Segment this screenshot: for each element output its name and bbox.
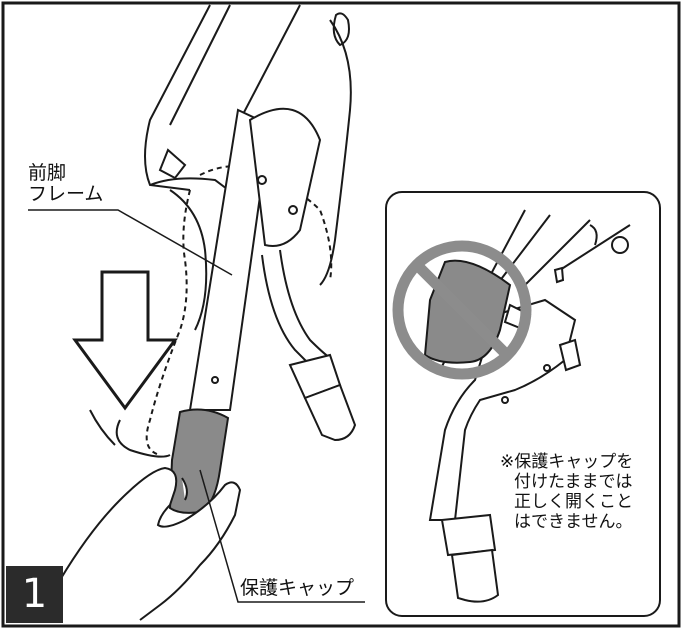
front-leg-frame-label-line1: 前脚 <box>28 162 67 184</box>
inset-note: ※保護キャップを 付けたままでは 正しく開くこと はできません。 <box>500 452 633 532</box>
prohibition-icon <box>392 240 532 380</box>
protective-cap-label: 保護キャップ <box>240 577 355 599</box>
leader-lines <box>28 209 365 603</box>
front-leg-frame-label: 前脚 フレーム <box>28 163 103 205</box>
hand <box>59 409 242 621</box>
front-leg-frame <box>188 107 357 442</box>
stroller-body <box>115 4 352 458</box>
down-arrow-icon <box>72 270 178 411</box>
inset-note-line3: 正しく開くこと <box>514 492 633 512</box>
inset-note-line1: ※保護キャップを <box>500 452 634 472</box>
front-leg-frame-label-line2: フレーム <box>28 183 104 205</box>
step-number-badge: 1 <box>6 566 63 623</box>
inset-note-line4: はできません。 <box>514 512 633 532</box>
inset-note-line2: 付けたままでは <box>514 472 633 492</box>
